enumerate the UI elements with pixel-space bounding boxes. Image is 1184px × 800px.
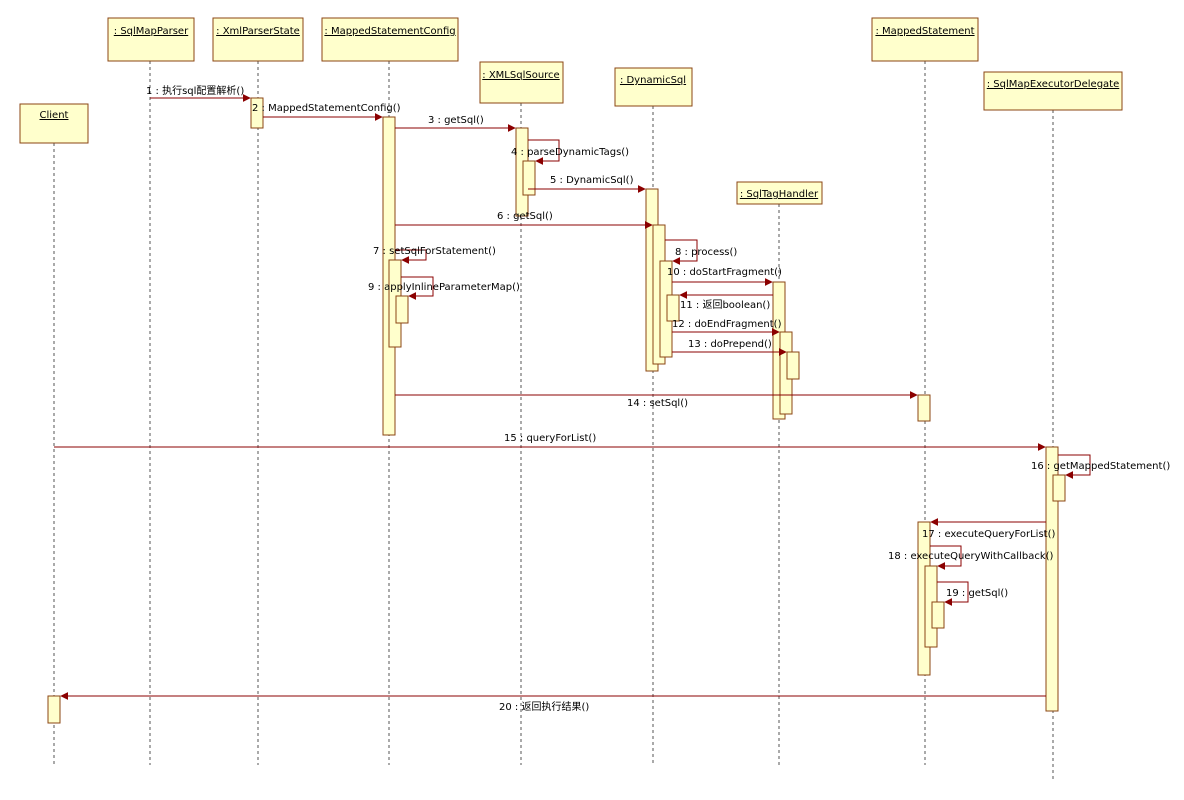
message-16-label: 16 : getMappedStatement()	[1031, 461, 1170, 472]
message-9-label: 9 : applyInlineParameterMap()	[368, 282, 520, 293]
activation-delegate-getmapped	[1052, 474, 1066, 502]
activation-delegate	[1045, 446, 1059, 712]
message-11: 11 : 返回boolean()	[679, 291, 773, 311]
message-3: 3 : getSql()	[395, 115, 516, 132]
object-client-name: Client	[40, 110, 69, 121]
object-sqltaghandler: : SqlTagHandler	[736, 181, 823, 205]
activation-client	[47, 695, 61, 724]
message-7-label: 7 : setSqlForStatement()	[373, 246, 496, 257]
activation-dynamicsql-boolean	[666, 294, 680, 322]
object-xmlsqlsource-name: : XMLSqlSource	[482, 70, 559, 81]
object-sqlmapparser-name: : SqlMapParser	[114, 26, 189, 37]
message-11-label: 11 : 返回boolean()	[680, 299, 770, 311]
message-2-label: 2 : MappedStatementConfig()	[252, 103, 401, 114]
message-1: 1 : 执行sql配置解析()	[146, 84, 251, 102]
message-5: 5 : DynamicSql()	[528, 175, 646, 193]
message-19-label: 19 : getSql()	[946, 588, 1008, 599]
object-xmlsqlsource: : XMLSqlSource	[479, 61, 564, 104]
object-sqlmapexecutordelegate-name: : SqlMapExecutorDelegate	[987, 79, 1120, 90]
object-sqlmapparser: : SqlMapParser	[107, 17, 195, 62]
activation-xmlparserstate	[250, 97, 264, 129]
message-12-label: 12 : doEndFragment()	[672, 319, 782, 330]
message-10: 10 : doStartFragment()	[667, 267, 782, 286]
message-3-label: 3 : getSql()	[428, 115, 484, 126]
message-17: 17 : executeQueryForList()	[922, 518, 1055, 540]
message-4-label: 4 : parseDynamicTags()	[511, 147, 629, 158]
message-16: 16 : getMappedStatement()	[1031, 454, 1170, 479]
message-14-label: 14 : setSql()	[627, 398, 688, 409]
message-20: 20 : 返回执行结果()	[60, 692, 1046, 713]
object-mappedstatement: : MappedStatement	[871, 17, 979, 62]
message-6: 6 : getSql()	[395, 211, 653, 229]
message-4: 4 : parseDynamicTags()	[511, 139, 629, 165]
message-14: 14 : setSql()	[395, 391, 918, 409]
activation-mappedstatementconfig-apply	[395, 295, 409, 324]
object-xmlparserstate: : XmlParserState	[212, 17, 304, 62]
activation-mappedstatement-setsql	[917, 394, 931, 422]
activation-sqltaghandler-prepend	[786, 351, 800, 380]
object-xmlparserstate-name: : XmlParserState	[216, 26, 300, 37]
message-19: 19 : getSql()	[937, 581, 1008, 606]
object-sqltaghandler-name: : SqlTagHandler	[740, 189, 819, 200]
message-15-label: 15 : queryForList()	[504, 433, 596, 444]
message-13: 13 : doPrepend()	[672, 339, 787, 356]
message-8-label: 8 : process()	[675, 247, 737, 258]
message-12: 12 : doEndFragment()	[672, 319, 782, 336]
message-13-label: 13 : doPrepend()	[688, 339, 772, 350]
message-8: 8 : process()	[665, 239, 737, 265]
message-9: 9 : applyInlineParameterMap()	[368, 276, 520, 300]
object-mappedstatement-name: : MappedStatement	[875, 26, 974, 37]
message-15: 15 : queryForList()	[54, 433, 1046, 451]
object-sqlmapexecutordelegate: : SqlMapExecutorDelegate	[983, 71, 1123, 111]
message-6-label: 6 : getSql()	[497, 211, 553, 222]
message-17-label: 17 : executeQueryForList()	[922, 529, 1055, 540]
object-mappedstatementconfig-name: : MappedStatementConfig	[324, 26, 455, 37]
activation-xmlsqlsource-parse	[522, 160, 536, 196]
object-dynamicsql: : DynamicSql	[614, 67, 693, 107]
message-5-label: 5 : DynamicSql()	[550, 175, 634, 186]
message-20-label: 20 : 返回执行结果()	[499, 700, 589, 713]
message-1-label: 1 : 执行sql配置解析()	[146, 84, 244, 97]
message-18: 18 : executeQueryWithCallback()	[888, 545, 1054, 570]
message-18-label: 18 : executeQueryWithCallback()	[888, 551, 1054, 562]
message-10-label: 10 : doStartFragment()	[667, 267, 782, 278]
object-client: Client	[19, 103, 89, 144]
activation-mappedstatement-getsql	[931, 601, 945, 629]
object-dynamicsql-name: : DynamicSql	[620, 75, 686, 86]
object-mappedstatementconfig: : MappedStatementConfig	[321, 17, 459, 62]
message-7: 7 : setSqlForStatement()	[373, 246, 496, 264]
message-2: 2 : MappedStatementConfig()	[252, 103, 401, 121]
